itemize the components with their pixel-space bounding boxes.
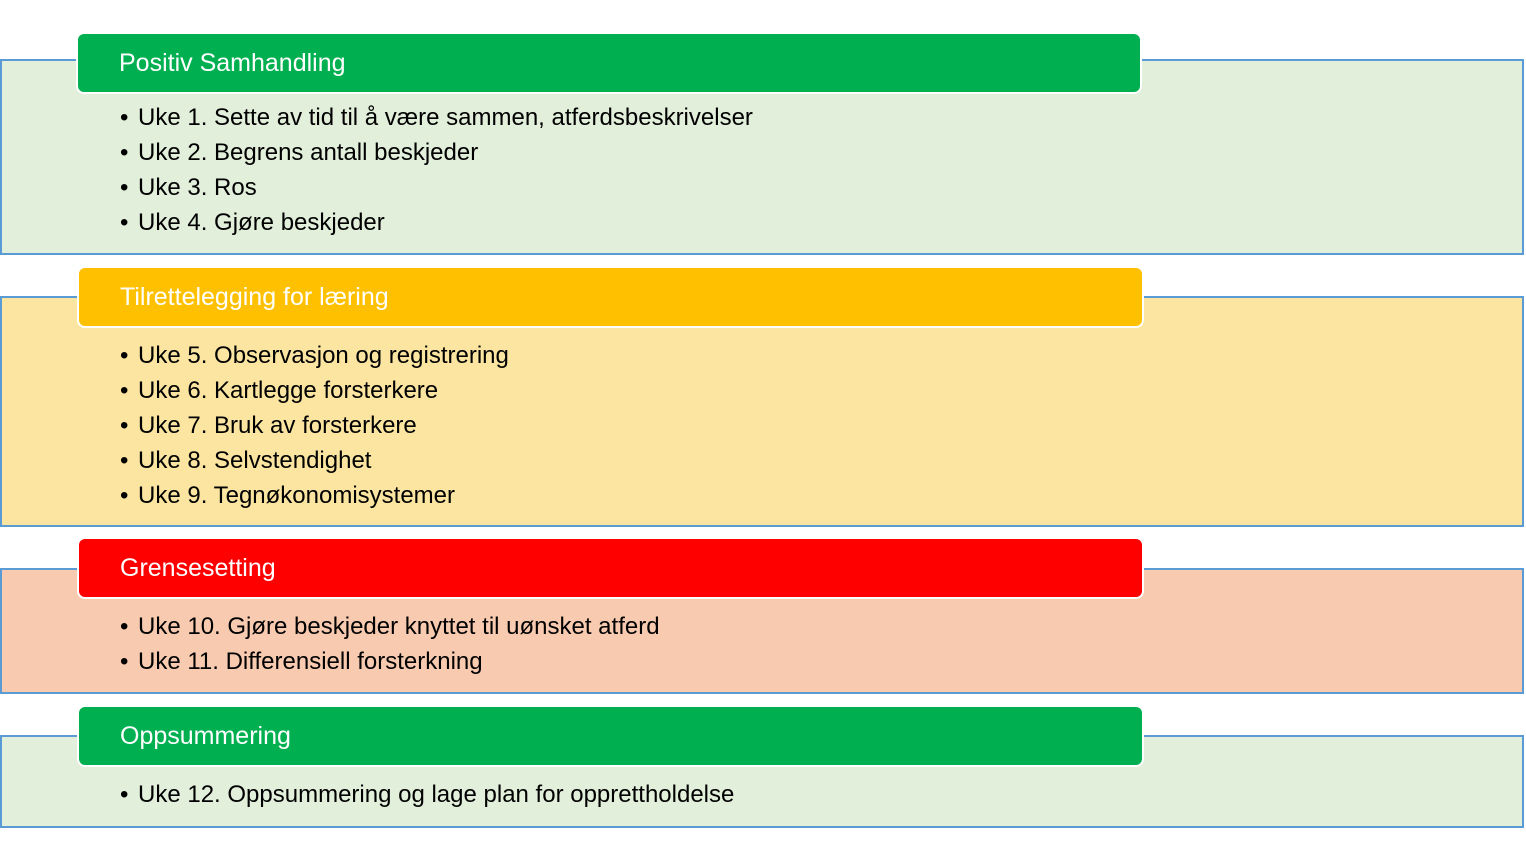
list-item: • Uke 2. Begrens antall beskjeder [120,135,753,170]
bullet-icon: • [120,139,129,166]
section-header-grensesetting: Grensesetting [77,537,1144,599]
bullet-icon: • [120,209,129,236]
bullet-icon: • [120,377,129,404]
list-item: • Uke 8. Selvstendighet [120,443,509,478]
bullet-icon: • [120,342,129,369]
bullet-icon: • [120,412,129,439]
list-item: • Uke 3. Ros [120,170,753,205]
bullet-icon: • [120,482,129,509]
bullet-icon: • [120,613,129,640]
list-item-text: Uke 12. Oppsummering og lage plan for op… [138,781,735,808]
section-header-oppsummering: Oppsummering [77,705,1144,767]
list-item: • Uke 7. Bruk av forsterkere [120,408,509,443]
list-item-text: Uke 8. Selvstendighet [138,447,372,474]
list-item-text: Uke 7. Bruk av forsterkere [138,412,417,439]
list-item-text: Uke 9. Tegnøkonomisystemer [138,482,456,509]
bullet-icon: • [120,781,129,808]
list-item: • Uke 5. Observasjon og registrering [120,338,509,373]
bullet-icon: • [120,447,129,474]
list-item: • Uke 1. Sette av tid til å være sammen, … [120,100,753,135]
section-header-tilrettelegging: Tilrettelegging for læring [77,266,1144,328]
list-item: • Uke 10. Gjøre beskjeder knyttet til uøn… [120,609,660,644]
bullet-icon: • [120,648,129,675]
section-list-oppsummering: • Uke 12. Oppsummering og lage plan for o… [120,777,734,812]
list-item-text: Uke 6. Kartlegge forsterkere [138,377,439,404]
list-item-text: Uke 4. Gjøre beskjeder [138,209,385,236]
list-item-text: Uke 1. Sette av tid til å være sammen, a… [138,104,753,131]
bullet-icon: • [120,174,129,201]
list-item-text: Uke 10. Gjøre beskjeder knyttet til uøns… [138,613,660,640]
list-item: • Uke 12. Oppsummering og lage plan for o… [120,777,734,812]
section-header-positiv-samhandling: Positiv Samhandling [76,32,1142,94]
list-item: • Uke 4. Gjøre beskjeder [120,205,753,240]
list-item: • Uke 6. Kartlegge forsterkere [120,373,509,408]
section-list-tilrettelegging: • Uke 5. Observasjon og registrering • Uke… [120,338,509,513]
section-tilrettelegging [0,296,1524,527]
list-item: • Uke 11. Differensiell forsterkning [120,644,660,679]
list-item-text: Uke 5. Observasjon og registrering [138,342,509,369]
section-list-grensesetting: • Uke 10. Gjøre beskjeder knyttet til uøn… [120,609,660,679]
list-item-text: Uke 2. Begrens antall beskjeder [138,139,479,166]
section-list-positiv-samhandling: • Uke 1. Sette av tid til å være sammen, … [120,100,753,240]
list-item-text: Uke 11. Differensiell forsterkning [138,648,483,675]
list-item-text: Uke 3. Ros [138,174,257,201]
bullet-icon: • [120,104,129,131]
list-item: • Uke 9. Tegnøkonomisystemer [120,478,509,513]
